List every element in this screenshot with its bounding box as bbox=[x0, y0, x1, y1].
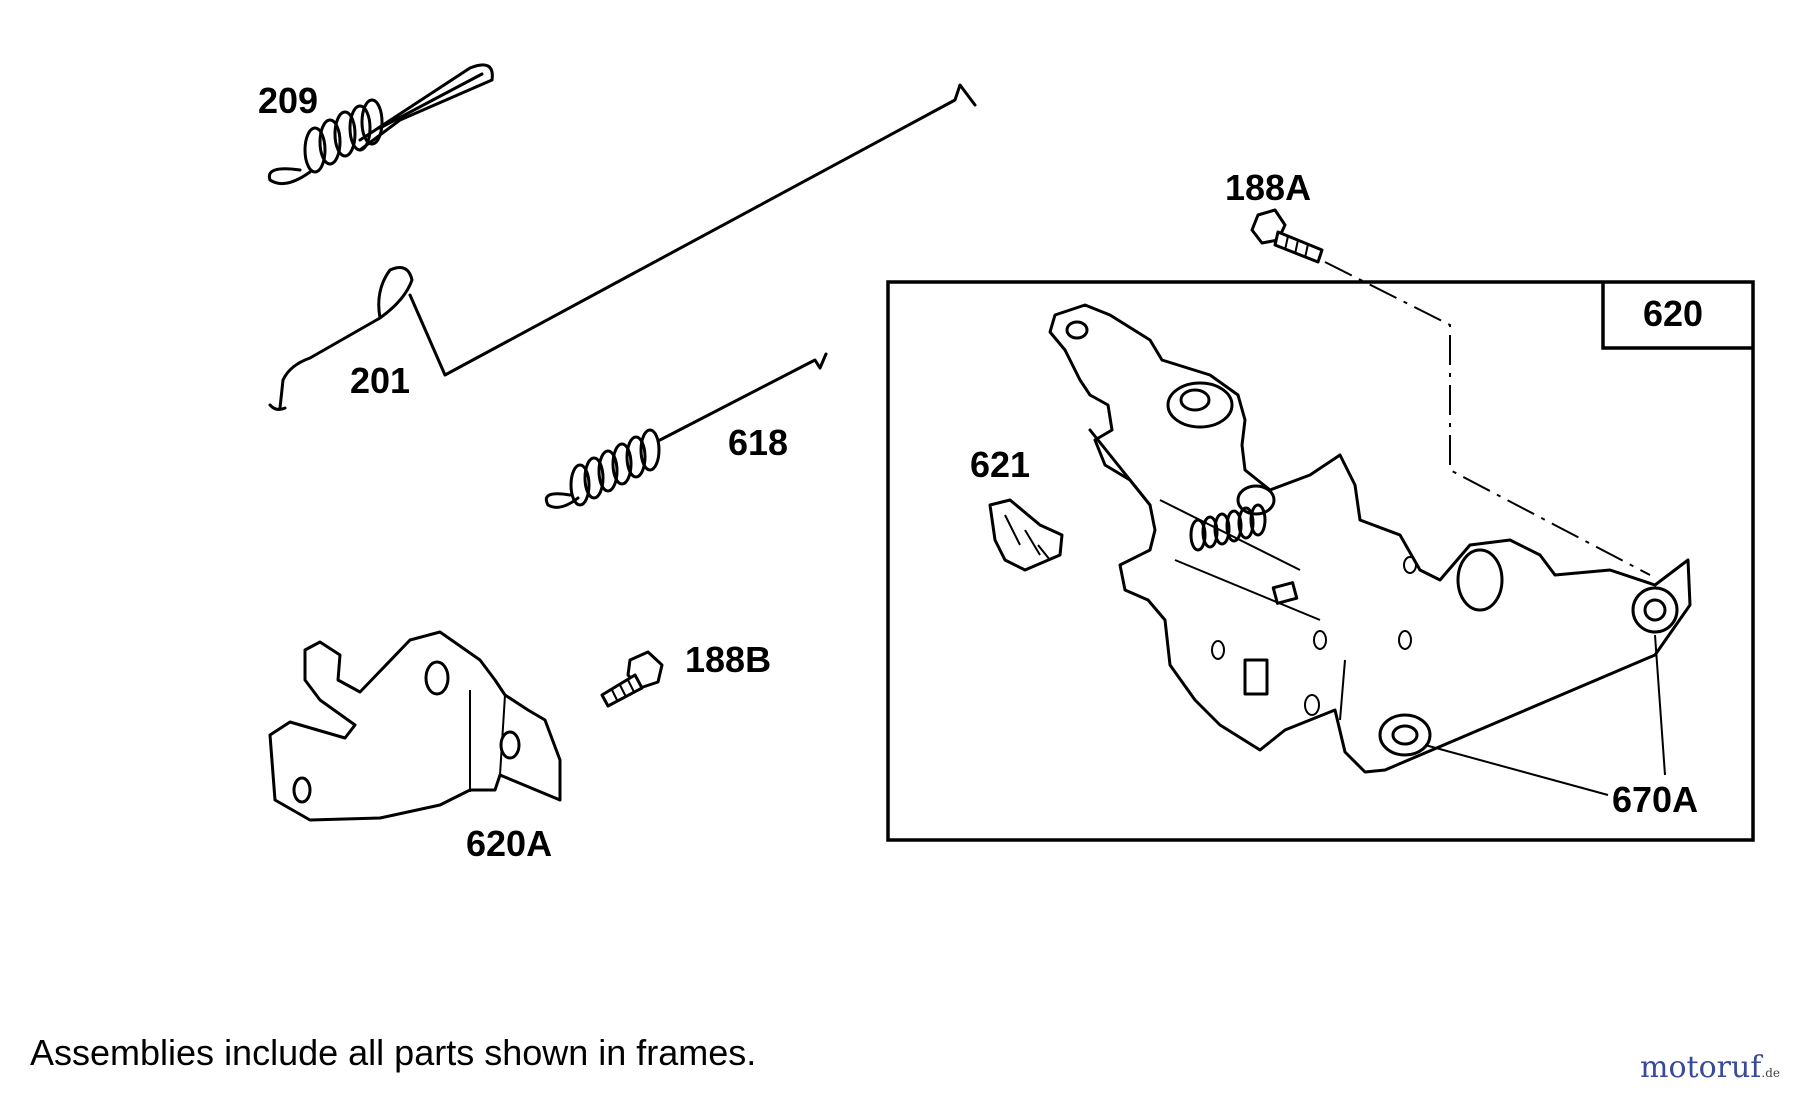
watermark-logo: motoruf.de bbox=[1640, 1050, 1780, 1085]
frame-620-label-box bbox=[1601, 282, 1753, 350]
label-209: 209 bbox=[258, 80, 318, 121]
part-188b-bolt bbox=[600, 650, 664, 708]
part-620a-bracket bbox=[268, 630, 562, 822]
leader-670a-1 bbox=[1654, 634, 1666, 776]
part-201-link-rod bbox=[268, 83, 977, 411]
label-201: 201 bbox=[350, 360, 410, 401]
part-618-spring bbox=[544, 352, 828, 509]
label-188a: 188A bbox=[1225, 167, 1311, 208]
frame-620 bbox=[886, 280, 1755, 842]
watermark-tld: .de bbox=[1761, 1066, 1781, 1080]
part-209-spring bbox=[267, 63, 494, 186]
label-618: 618 bbox=[728, 422, 788, 463]
label-620a: 620A bbox=[466, 823, 552, 864]
label-188b: 188B bbox=[685, 639, 771, 680]
footnote: Assemblies include all parts shown in fr… bbox=[30, 1032, 757, 1073]
label-620: 620 bbox=[1643, 293, 1703, 334]
part-188a-bolt bbox=[1250, 208, 1324, 264]
leader-188a bbox=[1324, 261, 1651, 576]
watermark-brand: motoruf bbox=[1640, 1050, 1762, 1085]
part-621-clip bbox=[988, 498, 1064, 572]
leader-670a-2 bbox=[1424, 744, 1609, 796]
label-670a: 670A bbox=[1612, 779, 1698, 820]
part-620-control-bracket bbox=[1048, 303, 1692, 774]
label-621: 621 bbox=[970, 444, 1030, 485]
